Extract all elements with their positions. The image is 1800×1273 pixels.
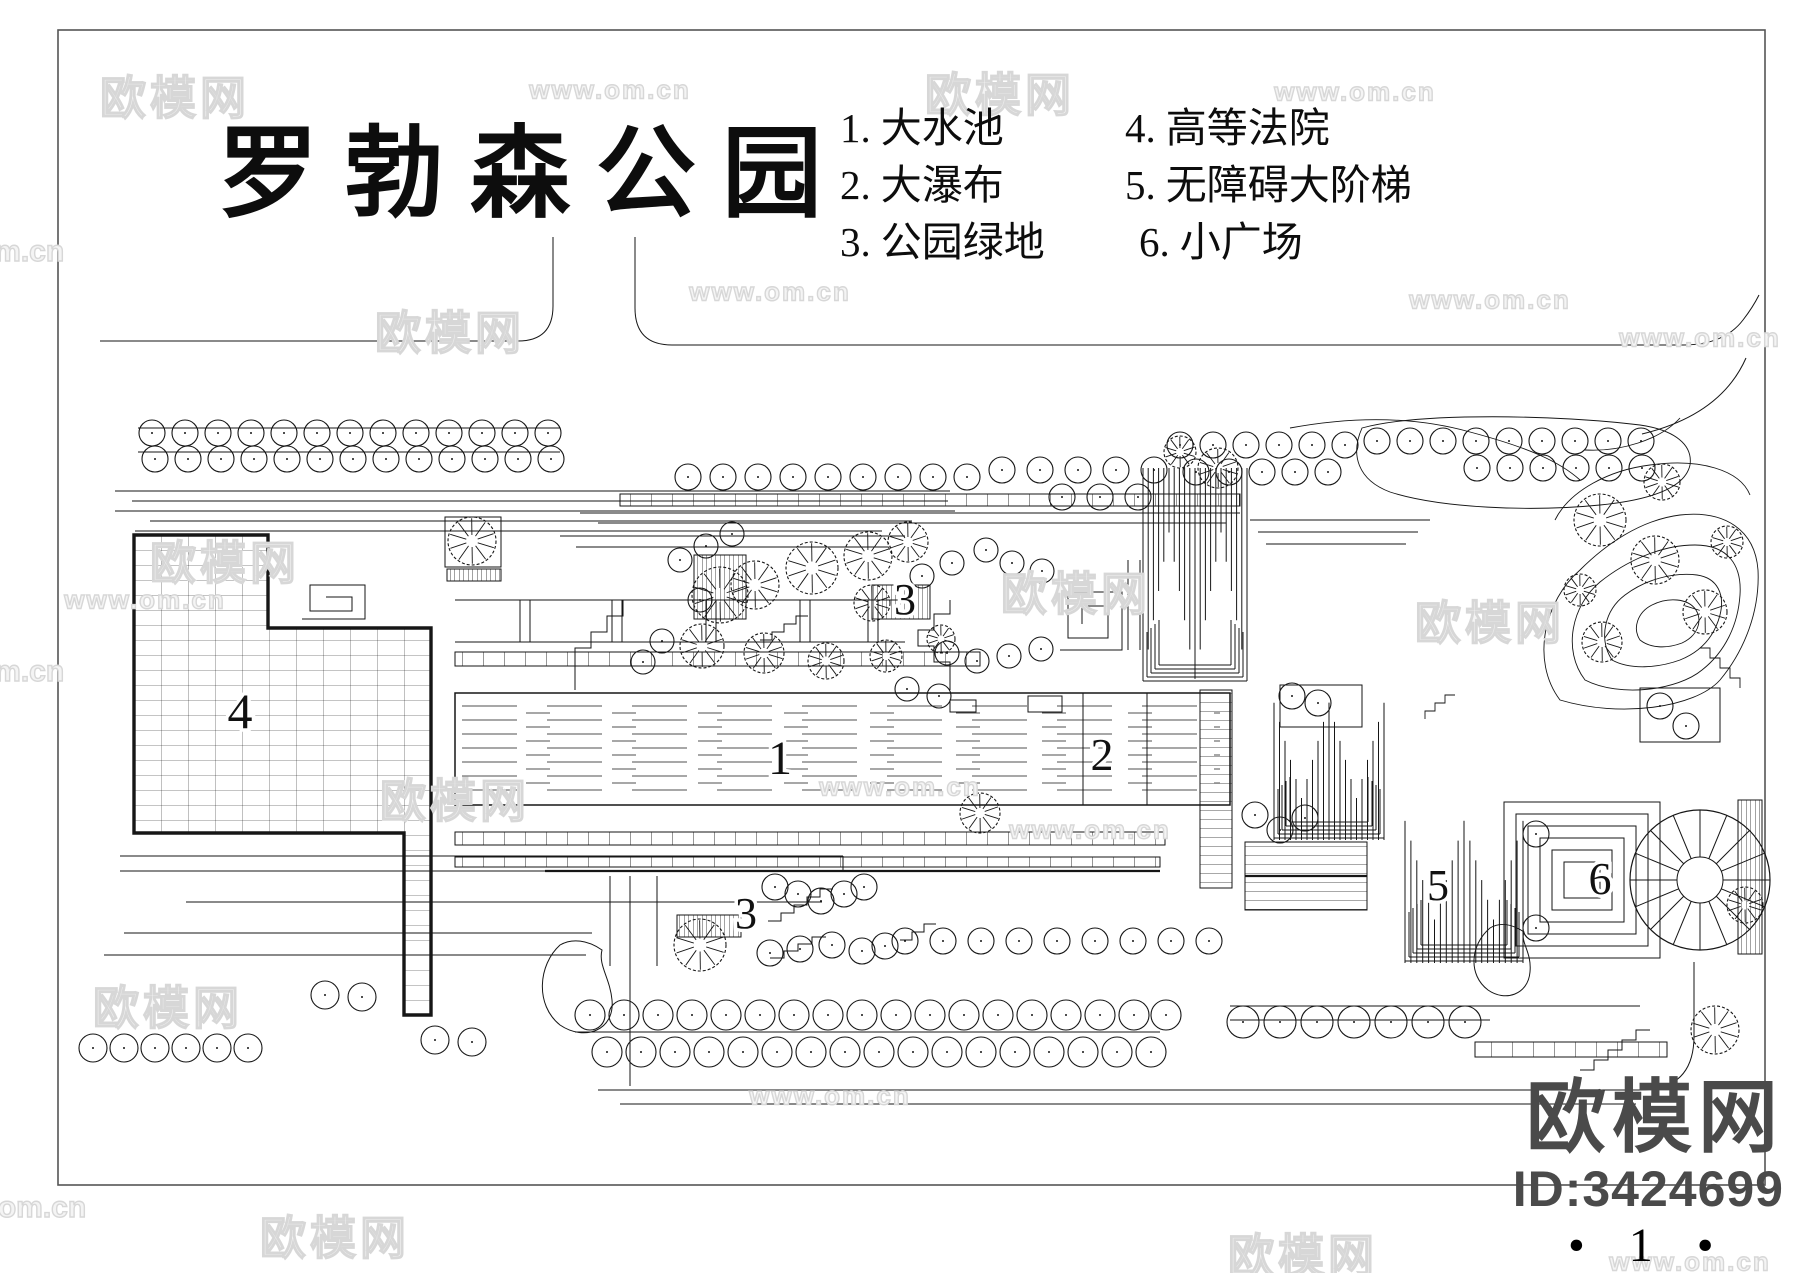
legend-item-4: 4.高等法院 bbox=[1125, 105, 1330, 151]
area-label-2: 2 bbox=[1091, 729, 1114, 780]
conifer-tree bbox=[785, 541, 839, 595]
area-label-1: 1 bbox=[768, 732, 792, 785]
steps-a3-east bbox=[917, 600, 951, 690]
conifer-tree bbox=[1630, 535, 1680, 585]
conifer-tree bbox=[853, 584, 891, 622]
conifer-tree bbox=[926, 624, 956, 654]
walk-ticks-lower2 bbox=[454, 856, 1161, 868]
plaza-radial-wheel bbox=[1629, 809, 1771, 951]
walk-ticks-lower1 bbox=[454, 831, 1166, 846]
conifer-tree bbox=[679, 623, 725, 669]
omcn-logo: 欧模网 bbox=[1526, 1073, 1784, 1162]
conifer-tree bbox=[1710, 525, 1744, 559]
conifer-tree bbox=[447, 516, 497, 566]
conifer-tree bbox=[1682, 589, 1728, 635]
linework-layer bbox=[100, 237, 1763, 1105]
conifer-tree bbox=[869, 639, 903, 673]
area-label-3: 3 bbox=[735, 889, 757, 938]
pool-water-lines bbox=[462, 705, 1225, 791]
pool-outline bbox=[454, 692, 1231, 806]
conifer-tree bbox=[743, 632, 785, 674]
conifer-tree bbox=[1581, 621, 1623, 663]
site-branding: 欧模网 ID:3424699 bbox=[1512, 1073, 1784, 1217]
conifer-tree bbox=[1643, 463, 1681, 501]
conifer-tree bbox=[730, 560, 780, 610]
bed-blob-right bbox=[1473, 924, 1531, 997]
walk-ticks-right bbox=[1474, 1041, 1668, 1058]
plan-number-labels: 4 1 2 3 3 5 6 bbox=[224, 572, 1615, 942]
road-bottom bbox=[598, 962, 1695, 1091]
grand-steps-hatch bbox=[1142, 468, 1524, 963]
conifer-tree bbox=[673, 918, 727, 972]
conifer-tree bbox=[1690, 1005, 1740, 1055]
road-top-left bbox=[100, 237, 554, 342]
sheet-border-rect bbox=[57, 29, 1766, 1186]
road-top-right bbox=[634, 237, 1760, 346]
page-number: • 1 • bbox=[1568, 1219, 1730, 1272]
legend-item-2: 2.大瀑布 bbox=[840, 162, 1004, 208]
conifer-tree bbox=[691, 566, 749, 624]
conifer-tree bbox=[1163, 435, 1197, 469]
high-court-building bbox=[132, 533, 433, 1017]
meander-1 bbox=[302, 584, 366, 620]
steps-a3-west bbox=[574, 599, 639, 690]
legend-item-5: 5.无障碍大阶梯 bbox=[1125, 162, 1412, 208]
area-label-5: 5 bbox=[1427, 861, 1449, 910]
conifer-tree bbox=[807, 642, 845, 680]
legend-item-3: 3.公园绿地 bbox=[840, 219, 1045, 265]
trees-layer bbox=[78, 419, 1764, 1068]
area-label-6: 6 bbox=[1589, 853, 1612, 904]
conifer-tree bbox=[1726, 886, 1764, 924]
area-label-4: 4 bbox=[228, 683, 253, 739]
conifer-tree bbox=[843, 531, 893, 581]
conifer-tree bbox=[1197, 447, 1239, 489]
meander-2 bbox=[1060, 591, 1123, 651]
page-title: 罗勃森公园 bbox=[218, 119, 848, 230]
walk-ticks-upper bbox=[619, 493, 1241, 507]
walk-ticks-mid bbox=[454, 651, 981, 667]
contour-mound bbox=[1289, 416, 1759, 719]
bed-blob-left bbox=[541, 940, 613, 1034]
conifer-tree bbox=[1573, 493, 1627, 547]
conifer-tree bbox=[1563, 573, 1597, 607]
road-inner-curve bbox=[1641, 357, 1747, 435]
model-id: ID:3424699 bbox=[1512, 1161, 1784, 1217]
conifer-tree bbox=[959, 792, 1001, 834]
area-label-3: 3 bbox=[894, 575, 916, 624]
conifer-tree bbox=[887, 521, 929, 563]
legend-item-6: 6.小广场 bbox=[1139, 219, 1303, 265]
legend-item-1: 1.大水池 bbox=[840, 105, 1004, 151]
